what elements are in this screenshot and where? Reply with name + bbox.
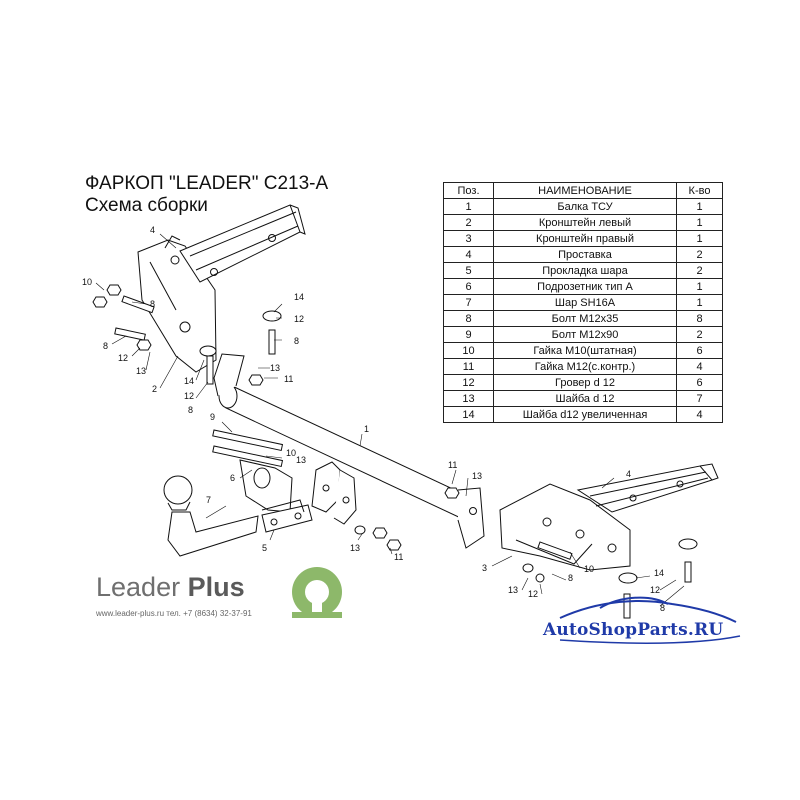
callout-12c: 12 — [294, 314, 304, 324]
callout-10a: 10 — [82, 277, 92, 287]
left-bracket — [137, 204, 306, 373]
callout-1: 1 — [364, 424, 369, 434]
callout-8f: 8 — [660, 603, 665, 613]
callout-13a: 13 — [136, 366, 146, 376]
leader-plus-logo-icon — [292, 567, 342, 618]
cell-qty: 4 — [676, 406, 723, 423]
cell-name: Шар SH16A — [493, 294, 677, 311]
tow-ball — [163, 475, 259, 557]
cell-pos: 13 — [443, 390, 494, 407]
socket-plate — [239, 459, 313, 533]
callout-8b: 8 — [103, 341, 108, 351]
brand-wordmark: Leader Plus — [96, 572, 245, 603]
callout-14b: 14 — [294, 292, 304, 302]
brand-name-bold: Plus — [187, 572, 245, 602]
callout-4b: 4 — [626, 469, 631, 479]
tow-beam — [213, 353, 485, 549]
callout-5: 5 — [262, 543, 267, 553]
brand-name: Leader — [96, 572, 181, 602]
callout-6: 6 — [230, 473, 235, 483]
callout-13c: 13 — [296, 455, 306, 465]
callout-10c: 10 — [584, 564, 594, 574]
leader-lines — [95, 233, 685, 607]
brand-contact: www.leader-plus.ru тел. +7 (8634) 32-37-… — [96, 609, 252, 618]
cell-pos: 12 — [443, 374, 494, 391]
callout-13b: 13 — [270, 363, 280, 373]
diagram-subtitle: Схема сборки — [85, 195, 208, 216]
cell-name: Болт М12х35 — [493, 310, 677, 327]
cell-name: Шайба d12 увеличенная — [493, 406, 677, 423]
callout-13f: 13 — [508, 585, 518, 595]
callout-4a: 4 — [150, 225, 155, 235]
cell-name: Кронштейн правый — [493, 230, 677, 247]
callout-7: 7 — [206, 495, 211, 505]
callout-14c: 14 — [654, 568, 664, 578]
fasteners — [92, 284, 698, 619]
callout-11b: 11 — [394, 552, 403, 562]
callout-2: 2 — [152, 384, 157, 394]
callout-13d: 13 — [350, 543, 360, 553]
callout-14a: 14 — [184, 376, 194, 386]
callout-12d: 12 — [528, 589, 538, 599]
callout-8c: 8 — [188, 405, 193, 415]
car-outline-icon — [559, 596, 741, 645]
callout-11c: 11 — [448, 460, 457, 470]
callout-8a: 8 — [150, 299, 155, 309]
cell-qty: 7 — [676, 390, 723, 407]
callout-12e: 12 — [650, 585, 660, 595]
right-bracket — [499, 463, 719, 571]
callout-8e: 8 — [568, 573, 573, 583]
diagram-title: ФАРКОП "LEADER" C213-A — [85, 173, 329, 194]
callout-9: 9 — [210, 412, 215, 422]
callout-12a: 12 — [118, 353, 128, 363]
cell-name: Гайка М12(с.контр.) — [493, 358, 677, 375]
callout-11a: 11 — [284, 374, 293, 384]
watermark-text: AutoShopParts.RU — [543, 620, 724, 640]
callout-13e: 13 — [472, 471, 482, 481]
callout-8d: 8 — [294, 336, 299, 346]
callout-12b: 12 — [184, 391, 194, 401]
callout-10b: 10 — [286, 448, 296, 458]
callout-labels: 4 10 8 8 12 13 2 14 12 8 14 12 8 13 11 1… — [82, 225, 665, 613]
callout-3: 3 — [482, 563, 487, 573]
